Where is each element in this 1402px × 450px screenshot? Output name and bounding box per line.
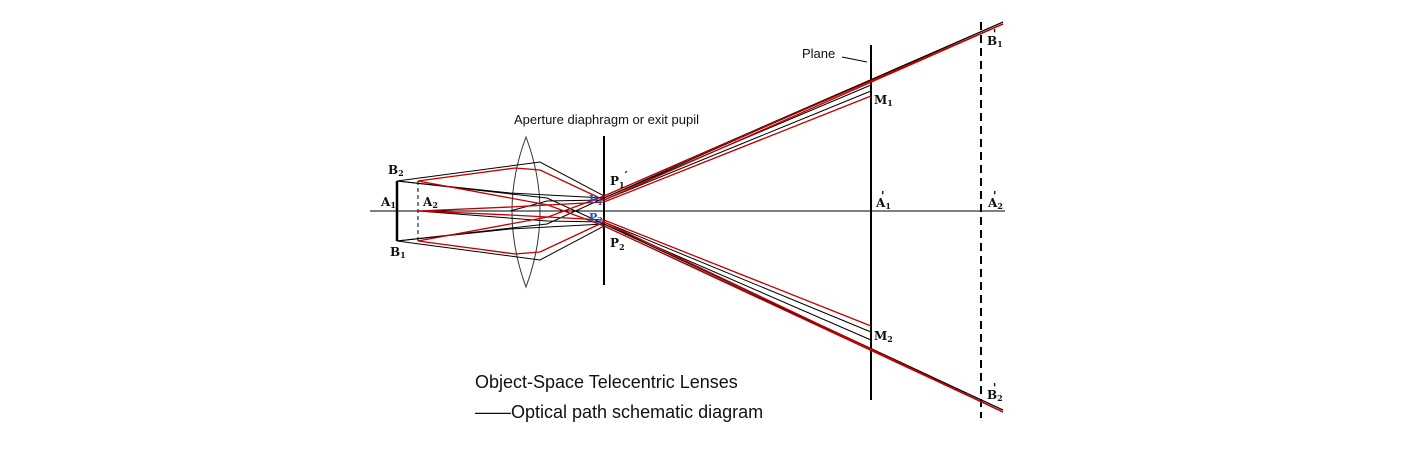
ray-red [417, 95, 872, 212]
label-P1-prime: P1′ [610, 169, 628, 190]
ray-red [417, 180, 1004, 413]
ray-red [417, 23, 1004, 201]
label-B1: B1 [390, 245, 406, 260]
caption-title: Object-Space Telecentric Lenses [475, 372, 738, 392]
label-M2: M2 [874, 329, 893, 344]
label-A2-image: A2' [987, 189, 1003, 211]
lens [511, 135, 541, 289]
ray-red [417, 23, 1004, 242]
ray-red [417, 210, 872, 327]
label-P2-blue: P2 [589, 211, 603, 225]
label-B2: B2 [388, 163, 404, 178]
ray-black [396, 223, 872, 341]
ray-black [396, 21, 1004, 197]
label-aperture: Aperture diaphragm or exit pupil [514, 112, 699, 127]
label-B1-image: B1' [987, 27, 1003, 49]
label-A1-image: A1' [875, 189, 891, 211]
label-P2-prime: P2′ [610, 231, 628, 252]
caption-subtitle: ——Optical path schematic diagram [475, 402, 764, 422]
label-plane: Plane [802, 46, 835, 61]
label-P1-blue: P1 [589, 193, 603, 207]
label-M1: M1 [874, 93, 893, 108]
label-A2: A2 [422, 195, 438, 210]
plane-leader [841, 56, 868, 63]
ray-black [396, 84, 872, 199]
ray-black [396, 225, 1004, 411]
ray-black [417, 210, 872, 333]
label-B2-image: B2' [987, 381, 1003, 403]
label-A1: A1 [380, 195, 396, 210]
ray-red [417, 221, 1004, 413]
ray-black [418, 90, 872, 212]
